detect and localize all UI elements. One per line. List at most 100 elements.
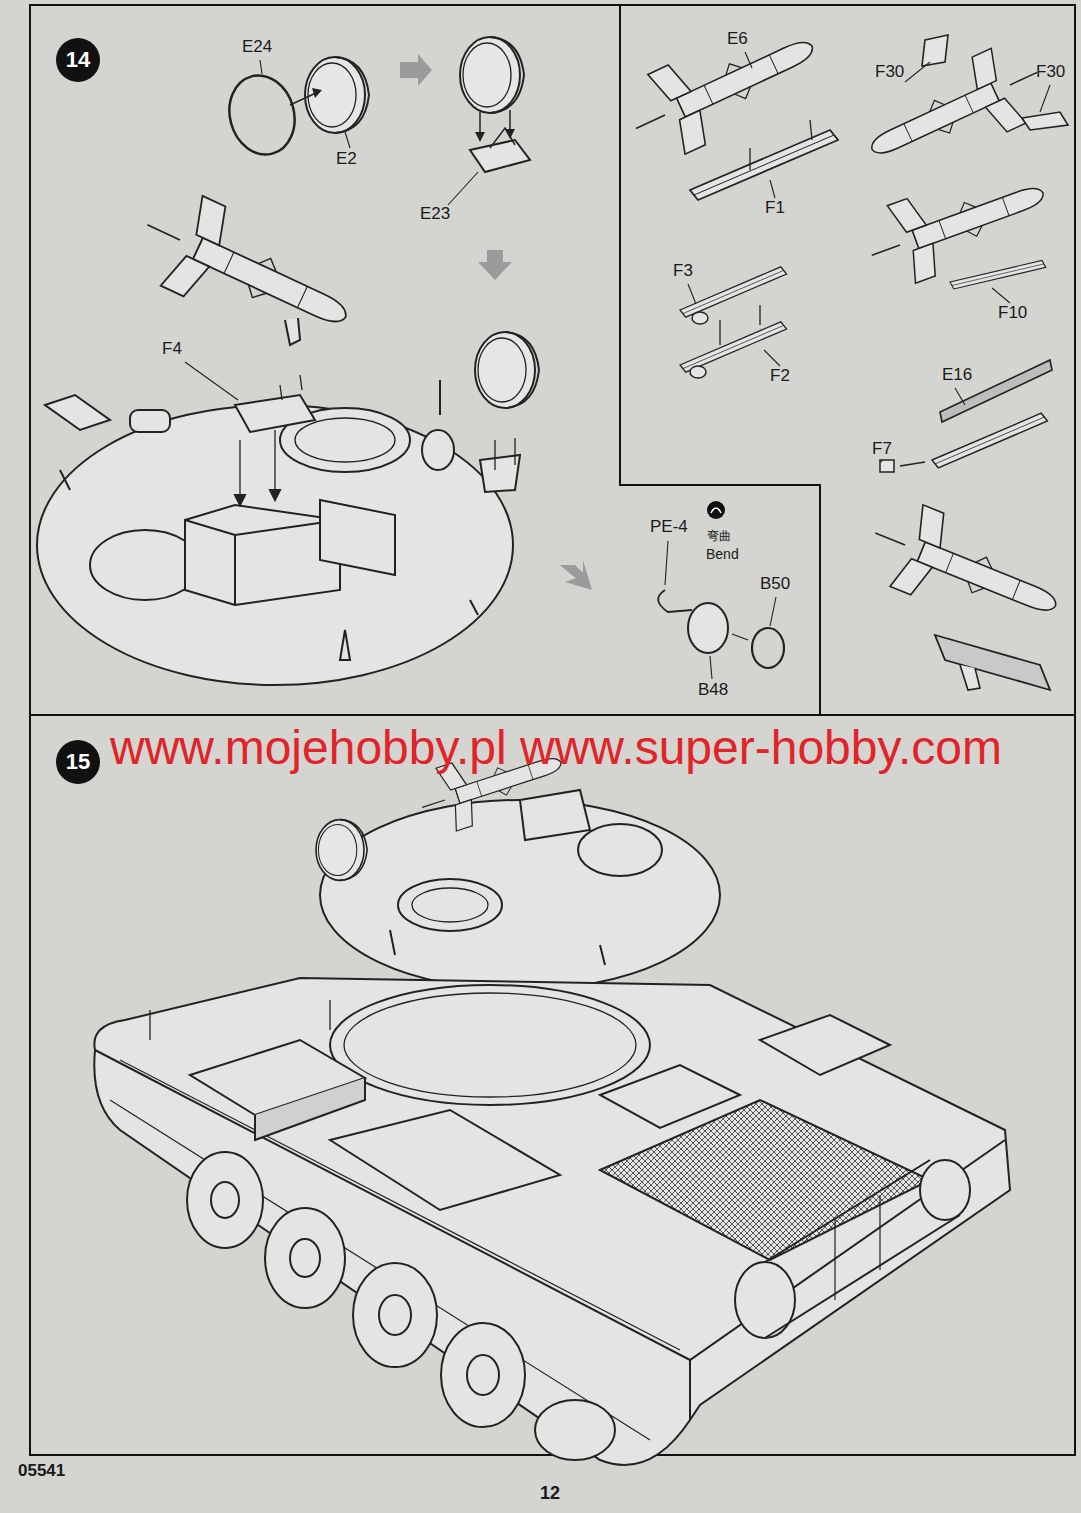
searchlight-parts (312, 88, 322, 98)
step-number-text: 15 (66, 750, 90, 774)
missile-parts (1022, 112, 1068, 130)
part-label: F7 (872, 440, 892, 459)
turret-roof (480, 455, 520, 492)
turret-roof (422, 430, 454, 470)
missile-parts (720, 305, 760, 345)
part-label: F30 (1036, 63, 1065, 82)
flow-arrow (400, 54, 432, 86)
part-label: E24 (242, 38, 272, 57)
leader-line (764, 350, 780, 366)
tank-hull (835, 1195, 880, 1300)
turret-roof (495, 438, 515, 470)
tank-hull (265, 1208, 345, 1308)
searchlight-parts (470, 140, 530, 172)
watermark: www.mojehobby.pl www.super-hobby.com (110, 722, 1002, 775)
part-label: F1 (765, 199, 785, 218)
turret-roof (280, 375, 302, 400)
missile-parts (690, 366, 706, 378)
tank-hull (110, 1100, 650, 1440)
tank-hull (379, 1295, 411, 1335)
missile (126, 180, 366, 362)
part-label: F3 (673, 262, 693, 281)
missile-parts (858, 154, 1057, 294)
tank-hull (94, 978, 1010, 1465)
searchlight-parts (305, 57, 369, 133)
missile-parts (932, 413, 1047, 468)
missile-parts (855, 35, 1055, 187)
leader-line (185, 52, 1050, 679)
turret-roof (37, 375, 520, 685)
tank-hull (330, 985, 650, 1105)
turret-roof (185, 520, 340, 605)
tank-hull (211, 1182, 239, 1218)
part-label: B48 (698, 681, 728, 700)
turret-roof (520, 790, 590, 840)
missile-parts (900, 462, 925, 466)
part-label: F4 (162, 340, 182, 359)
turret-roof (60, 470, 478, 615)
part-label: Bend (706, 547, 739, 562)
missile-parts (922, 35, 948, 66)
turret-roof (412, 888, 488, 922)
turret-roof (45, 395, 110, 430)
tank-hull (94, 978, 1010, 1465)
turret-roof (37, 405, 513, 685)
flow-arrow (560, 560, 592, 590)
turret-roof (340, 630, 350, 660)
panel-frame (30, 714, 1075, 716)
turret-roof (398, 879, 502, 931)
bend-parts (732, 634, 748, 640)
missile-parts (960, 665, 980, 690)
searchlight (475, 332, 539, 408)
turret-roof (578, 824, 662, 876)
missile-parts (750, 120, 812, 170)
missile-parts (690, 130, 838, 200)
turret-roof (320, 800, 720, 990)
turret-roof (235, 395, 315, 432)
panel-frame (620, 5, 820, 715)
turret-roof (185, 505, 340, 605)
part-label: F10 (998, 304, 1027, 323)
turret-roof (235, 490, 280, 505)
missile-parts (949, 245, 1047, 304)
tank-hull (920, 1160, 970, 1220)
tank-hull (689, 1360, 691, 1420)
flow-arrow (478, 250, 512, 280)
tank-hull (353, 1263, 437, 1367)
tank-hull (150, 1000, 330, 1040)
tank-hull (467, 1355, 499, 1395)
tank-hull (290, 1239, 320, 1277)
missile-mount (285, 318, 300, 345)
missile-parts (692, 312, 708, 324)
missile-parts (940, 360, 1052, 422)
leader-line (345, 132, 350, 148)
leader-line (992, 288, 1010, 303)
part-label: E23 (420, 205, 450, 224)
searchlight-parts (475, 129, 515, 142)
turret-roof (130, 410, 170, 432)
catalog-number: 05541 (18, 1462, 65, 1481)
part-label: E6 (727, 30, 748, 49)
leader-line (770, 180, 775, 198)
tank-hull (344, 993, 636, 1097)
part-label: F30 (875, 63, 904, 82)
leader-line (710, 656, 712, 679)
bend-parts (658, 590, 692, 612)
turret-roof (390, 930, 605, 965)
part-label: E2 (336, 150, 357, 169)
bend-parts (707, 501, 725, 519)
leader-line (905, 62, 930, 82)
searchlight-parts (460, 37, 524, 113)
missile-parts (680, 322, 787, 372)
leader-line (745, 52, 752, 68)
tank-hull (760, 1015, 890, 1075)
turret-roof (320, 790, 720, 990)
searchlight-parts (221, 68, 304, 162)
missile-parts (880, 460, 894, 472)
leader-line (1040, 85, 1050, 112)
page-number: 12 (540, 1484, 560, 1504)
bend-parts (711, 508, 721, 513)
tank-hull (600, 1065, 740, 1128)
part-label: PE-4 (650, 518, 688, 537)
